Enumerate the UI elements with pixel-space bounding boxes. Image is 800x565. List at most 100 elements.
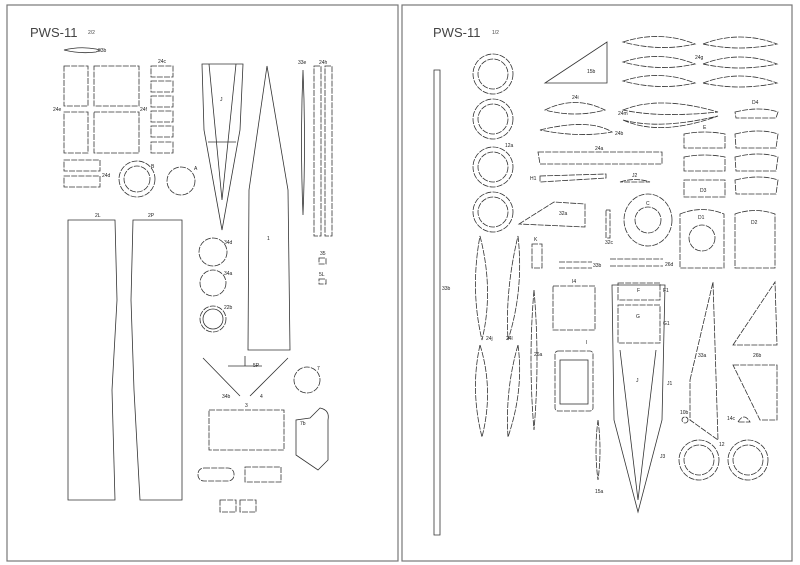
part-J xyxy=(201,63,244,231)
part-label: 24j xyxy=(486,336,493,342)
part-K xyxy=(531,243,543,269)
part-34a xyxy=(199,269,227,297)
part-5 xyxy=(202,357,289,397)
part-24 xyxy=(433,69,441,536)
part-label: 5P xyxy=(253,363,260,369)
part-label: 7 xyxy=(317,366,320,372)
part-label: G1 xyxy=(663,321,670,327)
part-9b xyxy=(318,278,327,285)
part-7 xyxy=(295,407,329,471)
part-G xyxy=(617,304,661,344)
part-label: D3 xyxy=(700,188,707,194)
part-label: H1 xyxy=(530,176,537,182)
part-7b-1 xyxy=(219,499,237,513)
part-24e-2 xyxy=(63,111,89,154)
part-label: J xyxy=(220,97,223,103)
part-3b xyxy=(244,466,282,483)
part-label: 4 xyxy=(260,394,263,400)
part-label: I4 xyxy=(572,279,576,285)
part-10b xyxy=(681,416,689,424)
part-3a xyxy=(197,467,235,482)
part-24i xyxy=(543,102,607,115)
part-label: K xyxy=(534,237,538,243)
sheet-title: PWS-11 xyxy=(433,25,480,40)
part-7b-2 xyxy=(239,499,257,513)
part-14c xyxy=(737,416,751,423)
part-label: J2 xyxy=(632,173,638,179)
part-24j-2 xyxy=(475,343,488,438)
sheet-page-number: 2/2 xyxy=(88,30,95,36)
part-A xyxy=(166,166,196,196)
part-label: 33a xyxy=(698,353,707,359)
part-label: 24d xyxy=(102,173,111,179)
part-label: 33b xyxy=(98,48,107,54)
part-24c-group xyxy=(150,65,174,154)
part-34b xyxy=(293,366,321,394)
part-label: J3 xyxy=(660,454,666,460)
part-D1 xyxy=(679,209,725,269)
part-4 xyxy=(208,409,285,451)
part-label: D4 xyxy=(752,100,759,106)
part-E-2 xyxy=(683,154,726,172)
part-12-1 xyxy=(678,439,720,481)
part-24f-1 xyxy=(93,65,140,107)
part-33b xyxy=(63,47,102,54)
part-label: B xyxy=(151,164,155,170)
part-I xyxy=(554,350,594,412)
part-2L xyxy=(67,219,118,501)
part-24d-2 xyxy=(63,175,101,188)
part-label: 33b xyxy=(593,263,602,269)
part-B xyxy=(118,160,156,198)
part-label: D2 xyxy=(751,220,758,226)
sheet-right-frame xyxy=(401,4,793,562)
part-label: 1 xyxy=(267,236,270,242)
part-C xyxy=(623,193,673,247)
part-33e xyxy=(301,69,305,216)
part-22b xyxy=(199,305,227,333)
part-label: 24f xyxy=(140,107,148,113)
part-label: 24g xyxy=(695,55,704,61)
part-label: 34b xyxy=(222,394,231,400)
part-label: 34d xyxy=(224,240,233,246)
part-34d xyxy=(198,237,228,267)
part-12a-rings xyxy=(472,53,514,233)
part-32c xyxy=(605,209,611,239)
part-35 xyxy=(228,356,262,367)
part-24b xyxy=(539,124,614,135)
part-label: 26a xyxy=(534,352,543,358)
part-label: 35 xyxy=(320,251,326,257)
part-33a xyxy=(689,281,719,441)
part-24a xyxy=(537,151,663,165)
part-label: 2L xyxy=(95,213,101,219)
part-label: 5L xyxy=(319,272,325,278)
part-label: G xyxy=(636,314,640,320)
part-I4 xyxy=(552,285,596,331)
part-24h-2 xyxy=(324,65,333,237)
part-J-frame xyxy=(611,284,666,514)
part-label: 26b xyxy=(753,353,762,359)
part-24l-2 xyxy=(507,344,521,438)
part-24j-1 xyxy=(475,235,488,341)
part-label: 24l xyxy=(506,336,513,342)
part-label: D1 xyxy=(698,215,705,221)
part-label: 34a xyxy=(224,271,233,277)
part-D4 xyxy=(734,108,779,119)
part-label: 15b xyxy=(587,69,596,75)
part-label: 33b xyxy=(442,286,451,292)
part-label: 12a xyxy=(505,143,514,149)
part-24d-1 xyxy=(63,159,101,172)
part-label: 24h xyxy=(319,60,328,66)
part-label: 22b xyxy=(224,305,233,311)
part-label: F1 xyxy=(663,288,669,294)
part-label: A xyxy=(194,166,198,172)
part-15a xyxy=(595,419,601,481)
sheet-left: PWS-11 2/2 33b 24e 24f 24c 24d B A J xyxy=(6,4,399,562)
part-24e-1 xyxy=(63,65,89,107)
part-label: 12 xyxy=(719,442,725,448)
part-12-2 xyxy=(727,439,769,481)
part-26b xyxy=(732,280,778,421)
part-label: 7b xyxy=(300,421,306,427)
part-label: 24a xyxy=(595,146,604,152)
part-24g-ribs xyxy=(621,36,779,88)
